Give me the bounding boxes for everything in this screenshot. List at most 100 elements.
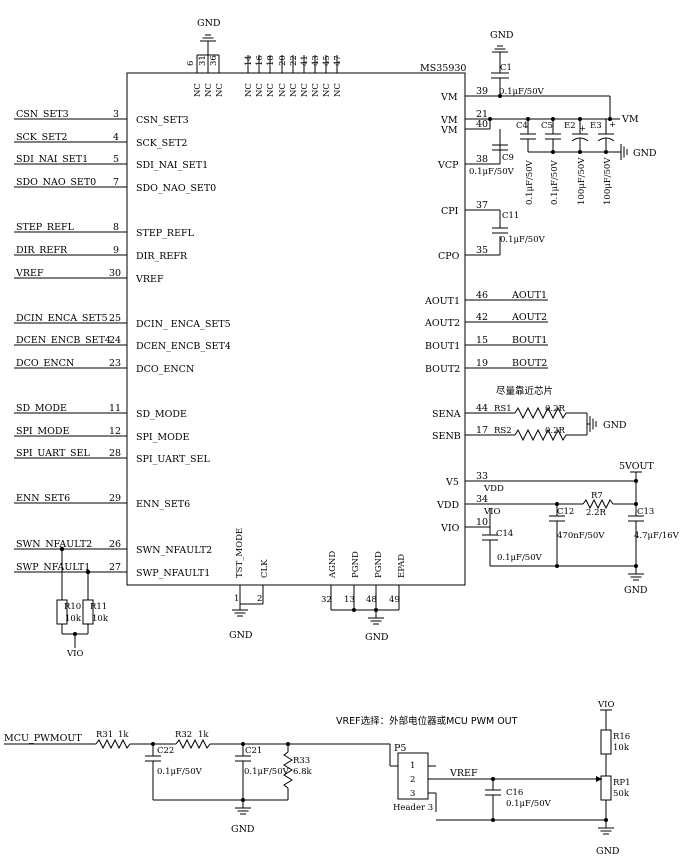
e2-ref: E2 [564,121,576,131]
pin-num-11: 11 [109,403,121,414]
charge-pump: 37 CPI 35 CPO C11 0.1μF/50V [438,200,546,262]
motor-outputs: 46 AOUT1 AOUT1 42 AOUT2 AOUT2 15 BOUT1 B… [424,290,548,375]
rs1-ref: RS1 [494,404,512,414]
pin-num-7: 7 [113,177,119,188]
pin-name-enn-set6: ENN_SET6 [136,499,190,510]
e3-plus: + [609,120,616,130]
pin-name-nc-18: NC [266,83,276,97]
pin-num-35: 35 [476,245,488,256]
net-sd-mode: SD_MODE [16,403,67,414]
pin-name-bout1: BOUT1 [425,341,460,352]
pin-name-sdi-nai-set1: SDI_NAI_SET1 [136,160,208,171]
pin-num-28: 28 [109,448,121,459]
c5-value: 0.1μF/50V [550,159,560,205]
r32-ref: R32 [175,730,192,740]
net-aout2: AOUT2 [511,312,547,323]
pin-name-nc-6: NC [193,83,203,97]
p5-ref: P5 [394,743,406,754]
pin-num-26: 26 [109,539,121,550]
pin-num-12: 12 [109,426,121,437]
p5-value: Header 3 [393,803,433,813]
rp1-value: 50k [613,789,630,799]
pin-num-14: 14 [244,55,254,66]
e3-ref: E3 [590,121,602,131]
pin-num-45: 45 [322,55,332,66]
pin-num-46: 46 [476,290,488,301]
c16-value: 0.1μF/50V [506,799,552,809]
pin-name-sd-mode: SD_MODE [136,409,187,420]
ms35930-chip: MS35930 [126,63,466,586]
pin-name-dcen-encb-set4: DCEN_ENCB_SET4 [136,341,231,352]
pin-name-bout2: BOUT2 [425,364,460,375]
pin-num-37: 37 [476,200,488,211]
net-aout1: AOUT1 [511,290,547,301]
pin-num-16: 16 [255,55,265,66]
r10-ref: R10 [64,602,81,612]
sense-gnd-label: GND [603,420,627,431]
pin-num-19: 19 [476,358,488,369]
pin-num-23: 23 [109,358,121,369]
c9-value: 0.1μF/50V [469,167,515,177]
sense-resistors: 尽量靠近芯片 44 SENA RS1 0.2R 17 SENB RS2 0.2R… [432,385,627,442]
net-dir-refr: DIR_REFR [16,245,68,256]
pin-name-sdo-nao-set0: SDO_NAO_SET0 [136,183,216,194]
net-sdo-nao-set0: SDO_NAO_SET0 [16,177,96,188]
pin-name-clk: CLK [260,559,270,578]
pin-name-nc-41: NC [300,83,310,97]
pin-name-vm-39: VM [440,92,458,103]
e2-plus: + [579,124,586,134]
pin-name-vio: VIO [440,523,460,534]
pin-name-nc-20: NC [278,83,288,97]
pin-name-spi-uart-sel: SPI_UART_SEL [136,454,210,465]
r11-value: 10k [92,614,109,624]
pin-name-dir-refr: DIR_REFR [136,251,188,262]
pin-num-22: 22 [289,55,299,66]
rs2-value: 0.2R [545,426,566,436]
vref-rc-gnd-label: GND [231,824,255,835]
c9-ref: C9 [502,153,514,163]
pin-name-nc-22: NC [289,83,299,97]
c12-value: 470nF/50V [557,531,605,541]
pin-name-pgnd-48: PGND [374,551,384,578]
vio-net-label: VIO [483,507,500,517]
net-csn-set3: CSN_SET3 [16,109,69,120]
r33-ref: R33 [293,756,310,766]
vm-rail-label: VM [621,114,639,125]
vm-section: 39 VM GND C1 0.1μF/50V 21 VM 40 VM VM [437,30,657,205]
pin-num-13: 13 [344,595,355,605]
net-vref: VREF [15,268,44,279]
v5vout-label: 5VOUT [619,461,655,472]
net-enn-set6: ENN_SET6 [16,493,70,504]
c1-gnd-label: GND [490,30,514,41]
pin-num-3: 3 [113,109,119,120]
vref-note: VREF选择：外部电位器或MCU PWM OUT [336,715,518,727]
e2-value: 100μF/50V [577,157,587,205]
c22-value: 0.1μF/50V [157,767,203,777]
r32-value: 1k [198,730,209,740]
pin-num-43: 43 [311,55,321,66]
pin-num-41: 41 [300,55,310,66]
r10-r11-vio-label: VIO [66,649,83,659]
chip-name: MS35930 [420,63,466,74]
pin-num-24: 24 [109,335,121,346]
c1-value: 0.1μF/50V [499,87,545,97]
net-dcin-enca-set5: DCIN_ENCA_SET5 [16,313,108,324]
c11-ref: C11 [502,211,519,221]
pin-name-swn-nfault2: SWN_NFAULT2 [136,545,212,556]
pin-num-38: 38 [476,154,488,165]
pin-num-33: 33 [476,471,488,482]
net-spi-mode: SPI_MODE [16,426,70,437]
pin-name-sena: SENA [432,409,461,420]
r16-value: 10k [613,743,630,753]
top-gnd-label: GND [197,18,221,29]
pin-num-18: 18 [266,55,276,66]
pin-name-swp-nfault1: SWP_NFAULT1 [136,568,210,579]
pin-name-nc-14: NC [244,83,254,97]
mcu-pwmout-label: MCU_PWMOUT [4,733,82,744]
sense-note: 尽量靠近芯片 [496,385,553,397]
pin-num-9: 9 [113,245,119,256]
pin-num-15: 15 [476,335,488,346]
pin-num-10: 10 [476,517,488,528]
pin-name-senb: SENB [432,431,461,442]
pin-num-17: 17 [476,425,488,436]
